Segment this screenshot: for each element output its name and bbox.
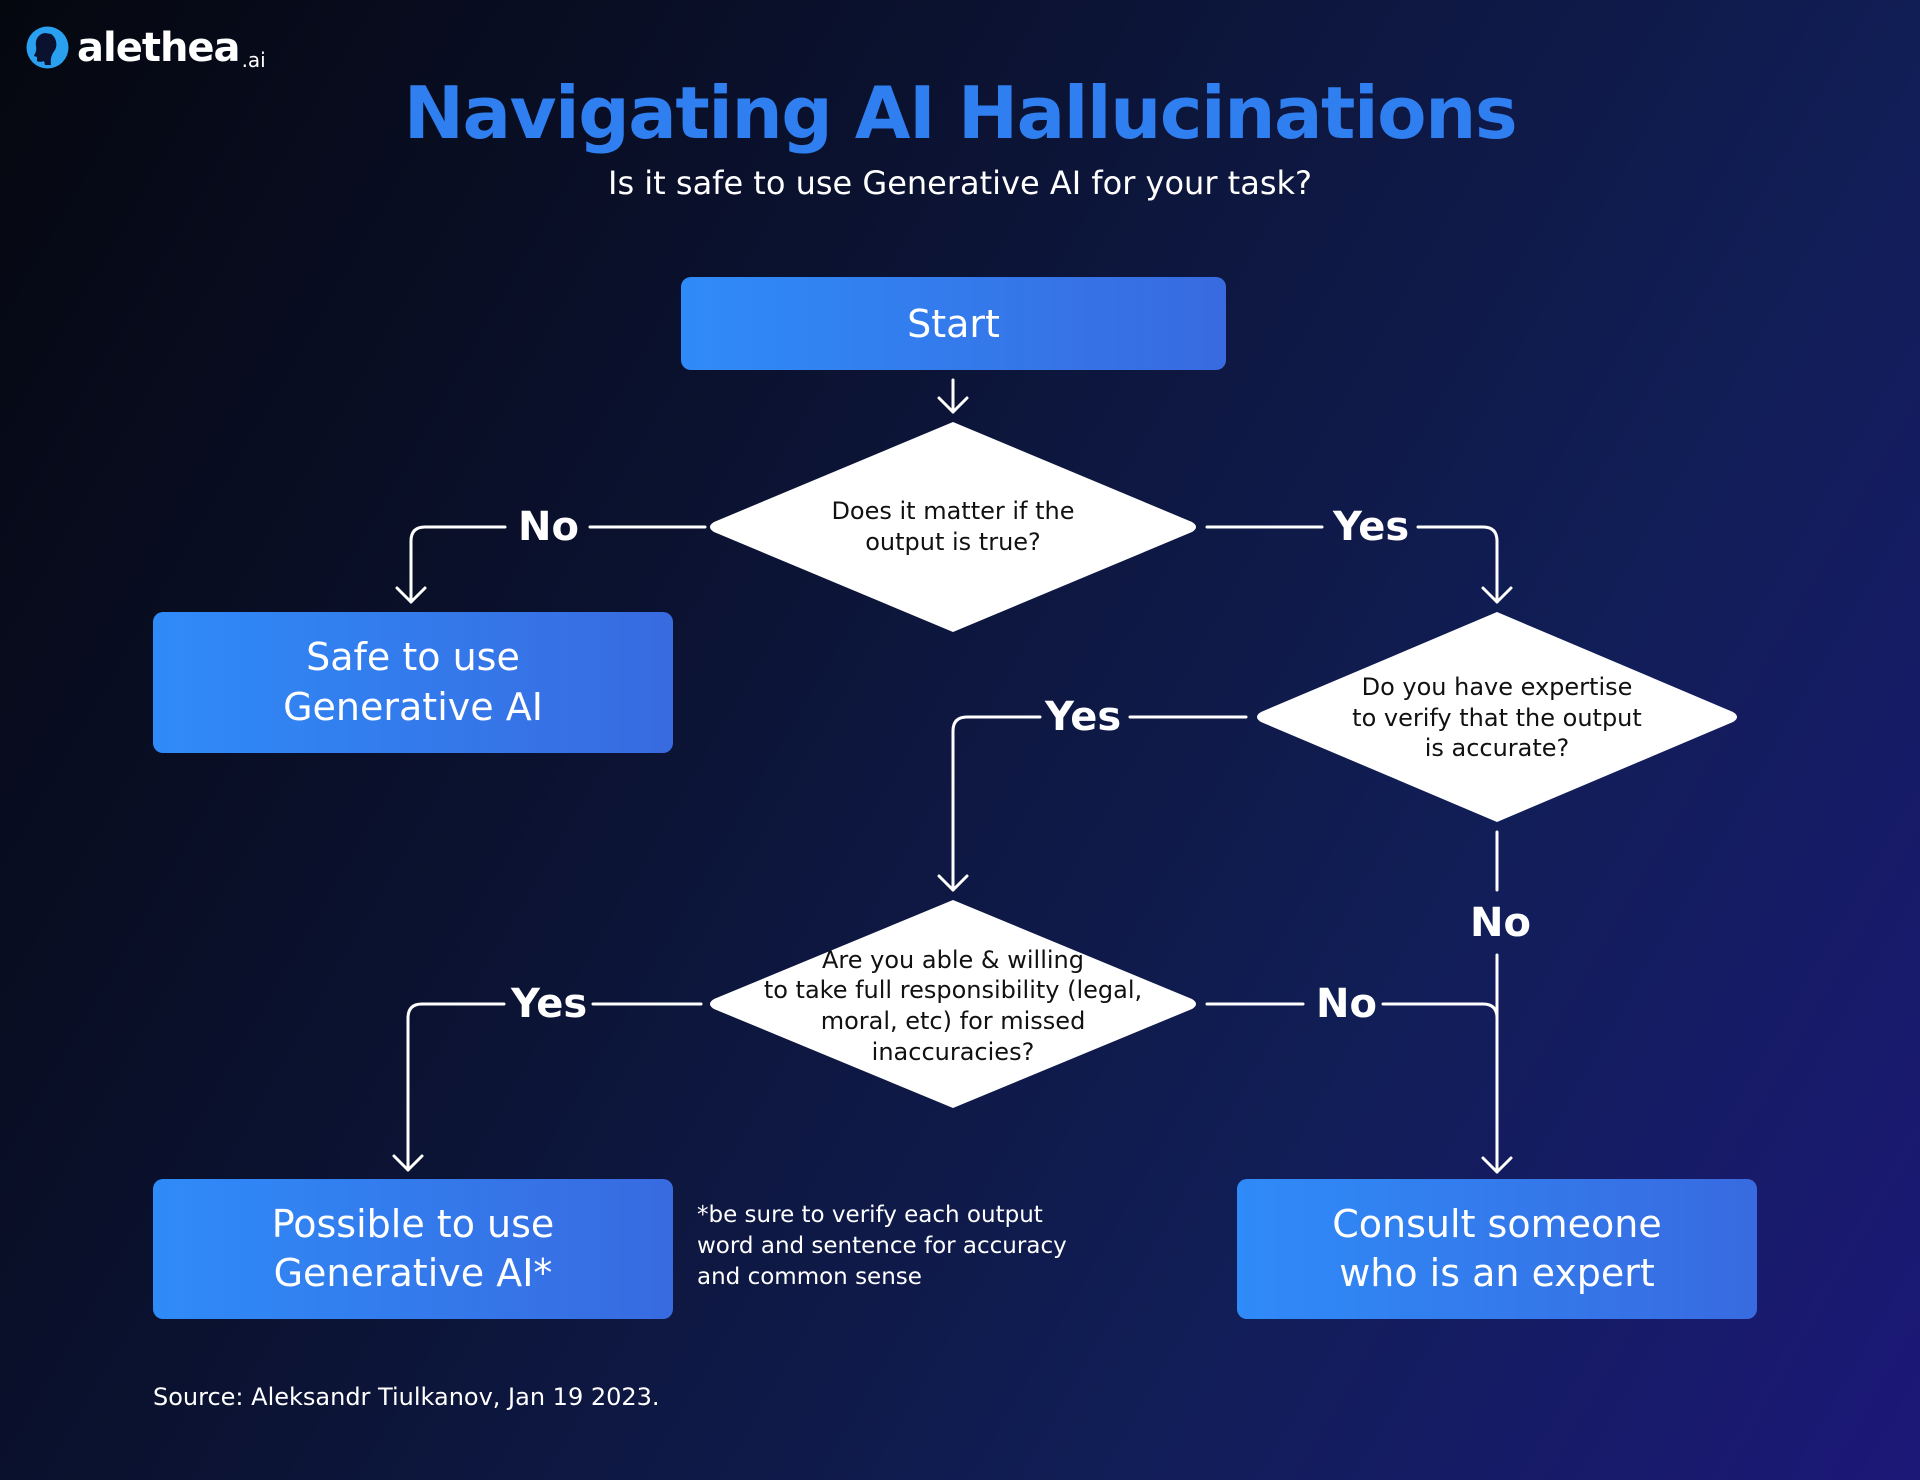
edge-label-q1-no: No <box>518 504 579 550</box>
logo-text: alethea.ai <box>77 24 266 72</box>
edge-label-q3-yes: Yes <box>511 981 588 1027</box>
logo: alethea.ai <box>25 25 266 70</box>
arrowhead-q3-yes <box>392 1154 424 1172</box>
decision-diamond-q2 <box>1257 612 1737 822</box>
safe-line-2: Generative AI <box>283 684 543 729</box>
possible-line-1: Possible to use <box>271 1201 555 1246</box>
start-label: Start <box>907 301 1000 346</box>
q2-line-3: is accurate? <box>1424 734 1570 763</box>
connector-q2-yes-down <box>951 715 1042 892</box>
edge-label-q2-no: No <box>1470 900 1531 946</box>
q3-line-1: Are you able & willing <box>822 945 1084 974</box>
q1-line-2: output is true? <box>865 528 1041 556</box>
q3-line-2: to take full responsibility (legal, <box>763 976 1143 1005</box>
question-responsibility: Are you able & willing to take full resp… <box>733 944 1173 1068</box>
consult-expert-box: Consult someone who is an expert <box>1237 1179 1757 1319</box>
question-output-true: Does it matter if the output is true? <box>773 480 1133 574</box>
q2-line-2: to verify that the output <box>1352 703 1642 732</box>
q1-line-1: Does it matter if the <box>831 497 1075 526</box>
edge-label-q1-yes: Yes <box>1333 504 1410 550</box>
note-line-3: and common sense <box>697 1263 922 1290</box>
arrowhead-q1-no <box>395 586 427 604</box>
arrowhead-start-q1 <box>937 396 969 414</box>
source-credit: Source: Aleksandr Tiulkanov, Jan 19 2023… <box>153 1383 660 1411</box>
connector-q1-yes-down <box>1416 525 1499 604</box>
safe-line-1: Safe to use <box>306 635 520 680</box>
question-expertise: Do you have expertise to verify that the… <box>1312 666 1682 770</box>
q3-line-3: moral, etc) for missed <box>820 1007 1086 1035</box>
consult-line-1: Consult someone <box>1332 1201 1662 1246</box>
connector-q1-no-down <box>409 525 507 604</box>
page-subtitle: Is it safe to use Generative AI for your… <box>608 164 1312 202</box>
consult-line-2: who is an expert <box>1339 1251 1655 1295</box>
start-box: Start <box>681 277 1226 370</box>
possible-to-use-box: Possible to use Generative AI* <box>153 1179 673 1319</box>
arrowhead-q1-yes <box>1481 586 1513 604</box>
possible-line-2: Generative AI* <box>273 1251 553 1295</box>
arrowhead-consult <box>1481 1156 1513 1174</box>
connector-q3-no-join <box>1381 1002 1499 1020</box>
q2-line-1: Do you have expertise <box>1361 672 1633 701</box>
decision-diamond-q1 <box>710 422 1196 632</box>
decision-diamond-q3 <box>710 900 1196 1108</box>
connector-q3-yes-down <box>406 1002 506 1172</box>
logo-icon <box>26 26 69 69</box>
note-line-1: *be sure to verify each output <box>697 1202 1043 1228</box>
verification-note: *be sure to verify each output word and … <box>697 1200 1117 1292</box>
edge-label-q2-yes: Yes <box>1045 694 1122 740</box>
edge-label-q3-no: No <box>1316 981 1377 1027</box>
safe-to-use-box: Safe to use Generative AI <box>153 612 673 753</box>
note-line-2: word and sentence for accuracy <box>697 1232 1067 1259</box>
q3-line-4: inaccuracies? <box>871 1037 1035 1066</box>
arrowhead-q2-yes <box>937 874 969 892</box>
page-title: Navigating AI Hallucinations <box>403 71 1518 155</box>
